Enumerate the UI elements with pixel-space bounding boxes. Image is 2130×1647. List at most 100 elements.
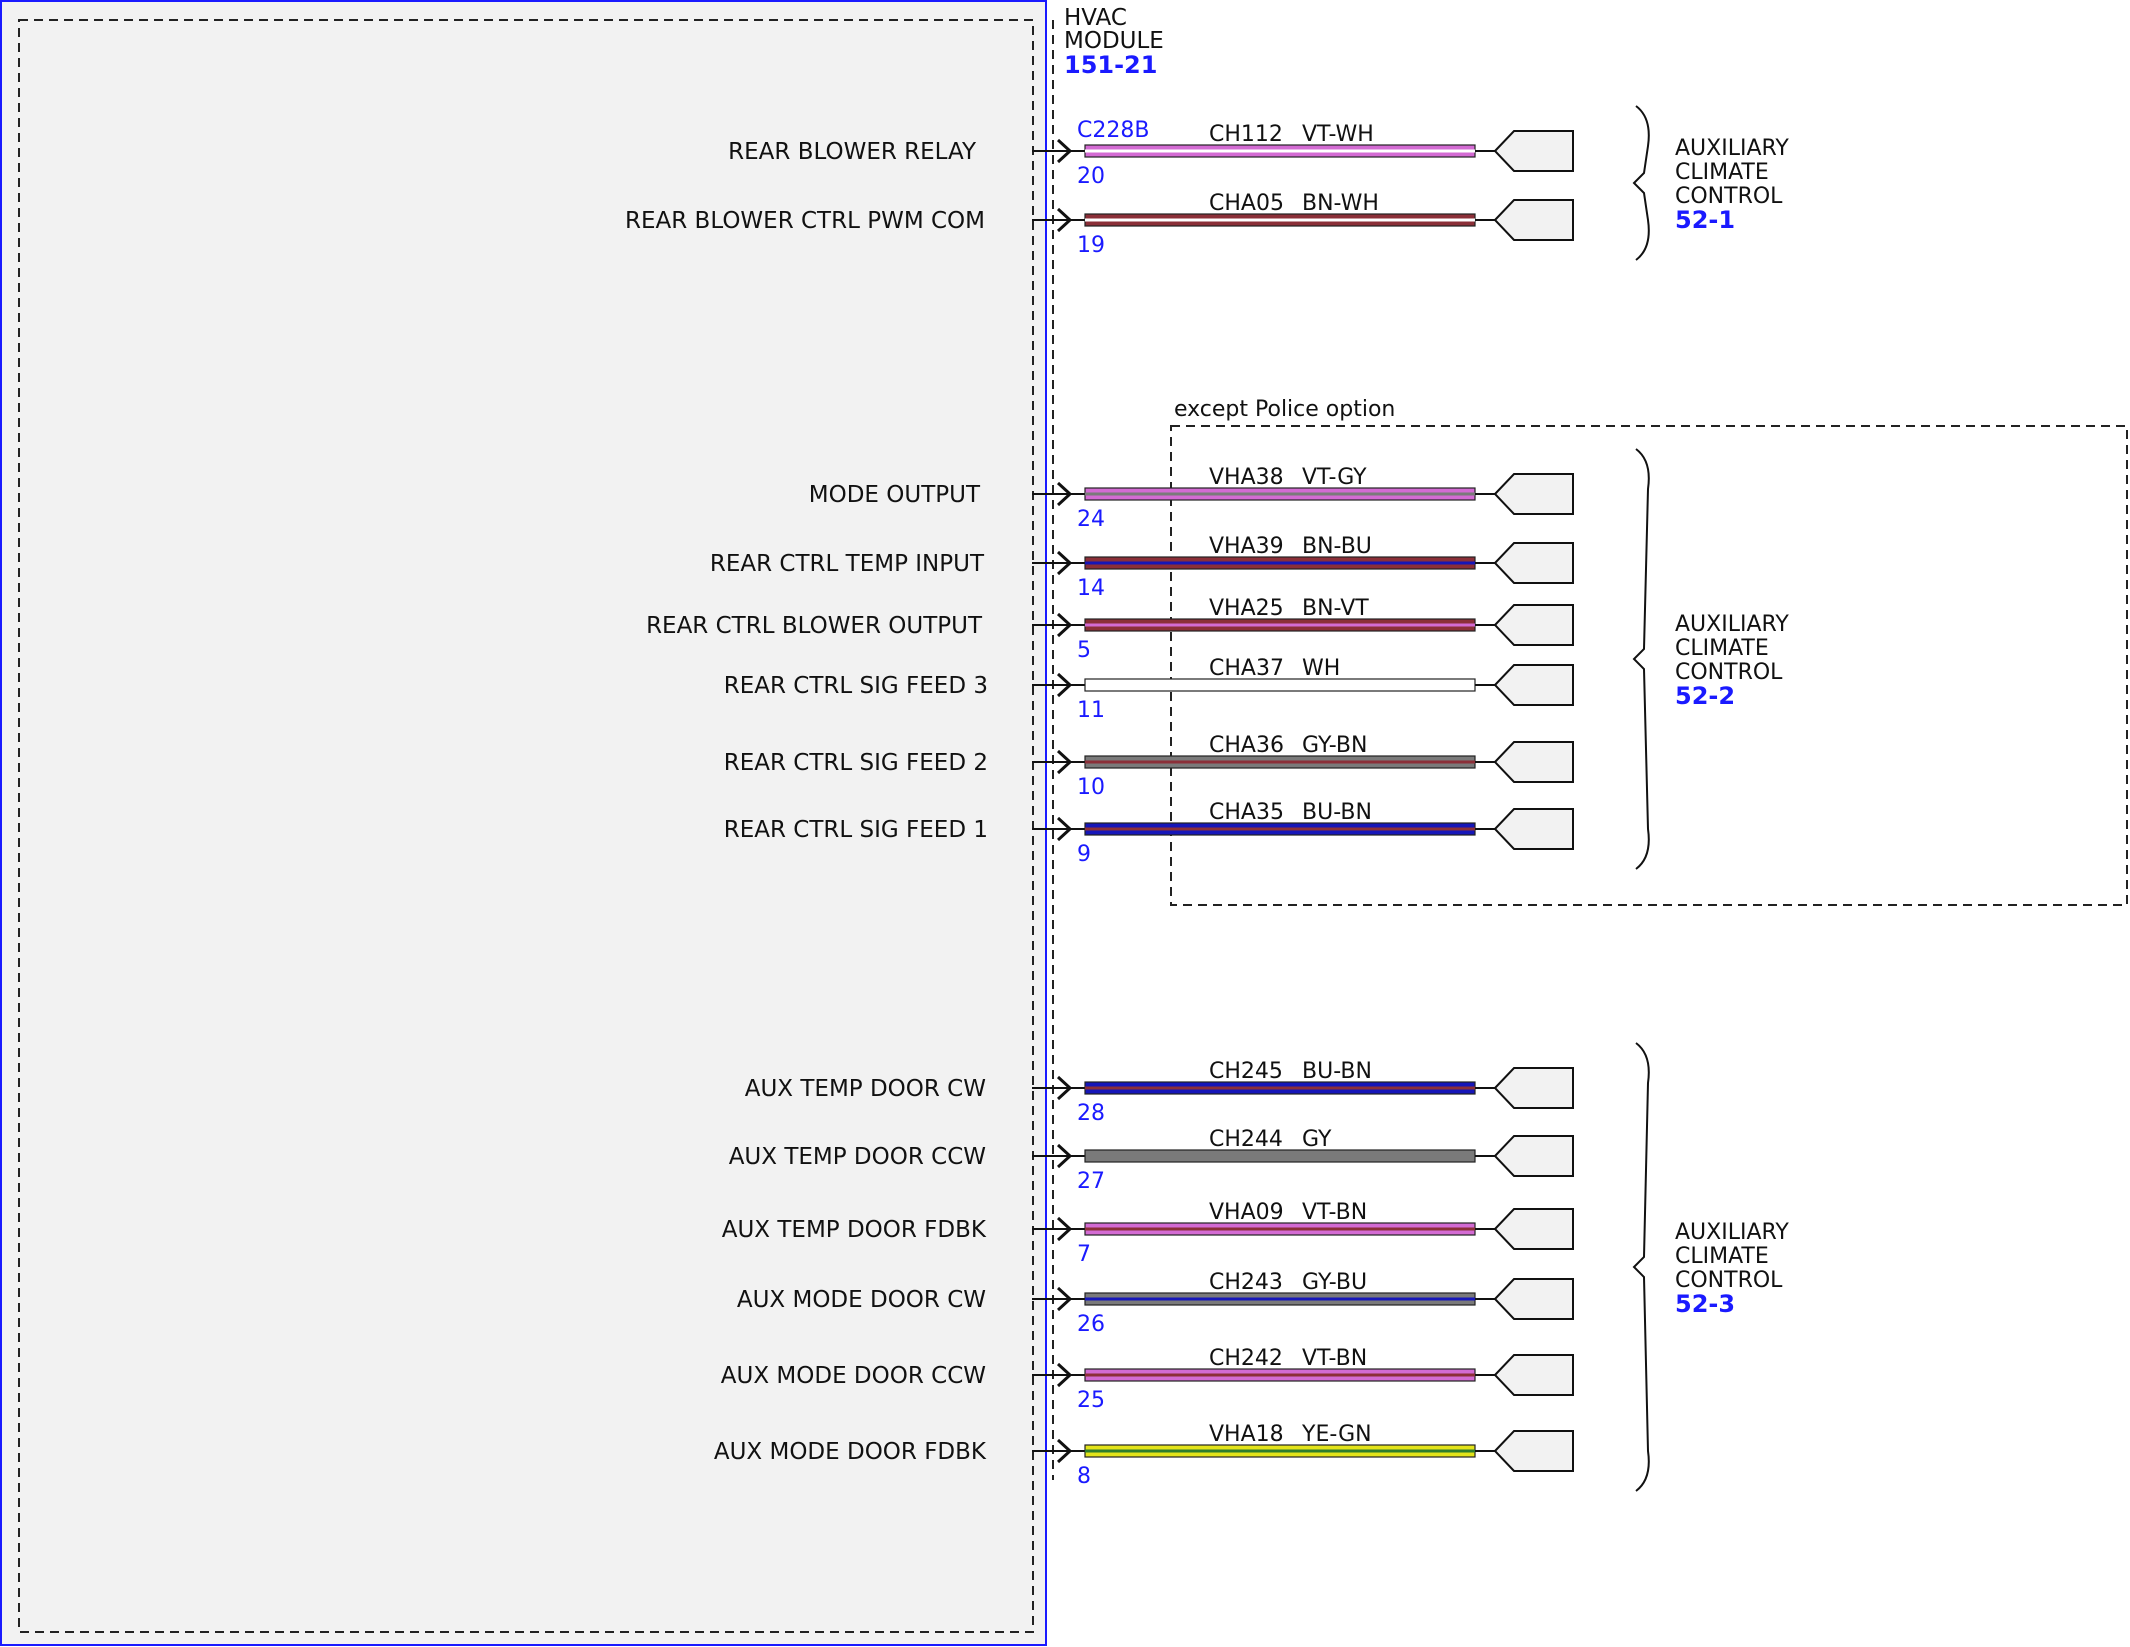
pin-arrow bbox=[1056, 207, 1073, 233]
wire-color-code: GY bbox=[1302, 1127, 1332, 1152]
wire-tracer-stripe bbox=[1085, 1449, 1475, 1453]
pin-number: 25 bbox=[1077, 1388, 1105, 1413]
group-brace bbox=[1632, 1042, 1650, 1492]
wire-tracer-stripe bbox=[1085, 1227, 1475, 1231]
circuit-id: CHA37 bbox=[1209, 656, 1284, 681]
circuit-id: VHA39 bbox=[1209, 534, 1284, 559]
terminal-connector bbox=[1493, 130, 1574, 172]
wire-tracer-stripe bbox=[1085, 1086, 1475, 1090]
module-name-line1: HVAC bbox=[1064, 5, 1127, 31]
pin-arrow bbox=[1056, 672, 1073, 698]
terminal-connector bbox=[1493, 604, 1574, 646]
wire-tracer-stripe bbox=[1085, 827, 1475, 831]
destination-ref: 52-1 bbox=[1675, 206, 1735, 234]
groups-layer: AUXILIARYCLIMATECONTROL52-1AUXILIARYCLIM… bbox=[1632, 105, 1789, 1492]
connector-id: C228B bbox=[1077, 118, 1149, 143]
pin-arrow bbox=[1056, 1143, 1073, 1169]
destination-line3: CONTROL bbox=[1675, 184, 1783, 209]
wire-function-label: AUX MODE DOOR CW bbox=[737, 1287, 986, 1313]
circuit-id: CHA05 bbox=[1209, 191, 1284, 216]
pin-number: 26 bbox=[1077, 1312, 1105, 1337]
wire-color-code: YE-GN bbox=[1301, 1422, 1372, 1447]
group-brace bbox=[1632, 448, 1650, 870]
pin-arrow bbox=[1056, 1075, 1073, 1101]
wire-tracer-stripe bbox=[1085, 623, 1475, 627]
terminal-connector bbox=[1493, 1430, 1574, 1472]
wire-function-label: REAR CTRL SIG FEED 3 bbox=[724, 673, 988, 699]
wire-function-label: REAR CTRL TEMP INPUT bbox=[710, 551, 985, 577]
pin-number: 28 bbox=[1077, 1101, 1105, 1126]
pin-arrow bbox=[1056, 138, 1073, 164]
circuit-id: VHA09 bbox=[1209, 1200, 1284, 1225]
wire-function-label: AUX MODE DOOR FDBK bbox=[714, 1439, 987, 1465]
circuit-id: CHA36 bbox=[1209, 733, 1284, 758]
wire-function-label: AUX TEMP DOOR CCW bbox=[729, 1144, 986, 1170]
destination-line2: CLIMATE bbox=[1675, 160, 1769, 185]
circuit-id: VHA38 bbox=[1209, 465, 1284, 490]
wire-color-code: BN-WH bbox=[1302, 191, 1379, 216]
pin-arrow bbox=[1056, 1362, 1073, 1388]
option-note: except Police option bbox=[1174, 397, 1395, 422]
wire-color-code: GY-BU bbox=[1302, 1270, 1367, 1295]
pin-number: 11 bbox=[1077, 698, 1105, 723]
pin-arrow bbox=[1056, 749, 1073, 775]
circuit-id: CH243 bbox=[1209, 1270, 1283, 1295]
wire-function-label: REAR CTRL SIG FEED 1 bbox=[724, 817, 988, 843]
circuit-id: CHA35 bbox=[1209, 800, 1284, 825]
circuit-id: VHA25 bbox=[1209, 596, 1284, 621]
terminal-connector bbox=[1493, 664, 1574, 706]
circuit-id: CH245 bbox=[1209, 1059, 1283, 1084]
pin-arrow bbox=[1056, 1216, 1073, 1242]
terminal-connector bbox=[1493, 1354, 1574, 1396]
circuit-id: CH112 bbox=[1209, 122, 1283, 147]
wire-row: AUX MODE DOOR CW 26 CH243 GY-BU bbox=[737, 1270, 1574, 1337]
wire-tracer-stripe bbox=[1085, 492, 1475, 496]
pin-number: 14 bbox=[1077, 576, 1105, 601]
pin-number: 20 bbox=[1077, 164, 1105, 189]
terminal-connector bbox=[1493, 542, 1574, 584]
module-outer-box bbox=[0, 0, 1047, 1646]
terminal-connector bbox=[1493, 808, 1574, 850]
wire-color-code: GY-BN bbox=[1302, 733, 1367, 758]
wire-tracer-stripe bbox=[1085, 760, 1475, 764]
wire-color-code: VT-WH bbox=[1302, 122, 1374, 147]
pin-number: 5 bbox=[1077, 638, 1091, 663]
circuit-id: CH244 bbox=[1209, 1127, 1283, 1152]
wire-tracer-stripe bbox=[1085, 149, 1475, 153]
wire-color-code: VT-BN bbox=[1302, 1346, 1367, 1371]
wire-function-label: REAR CTRL BLOWER OUTPUT bbox=[646, 613, 983, 639]
wire-function-label: REAR BLOWER RELAY bbox=[728, 139, 977, 165]
destination-line1: AUXILIARY bbox=[1675, 136, 1789, 161]
destination-line1: AUXILIARY bbox=[1675, 612, 1789, 637]
wire-color-code: BU-BN bbox=[1302, 1059, 1372, 1084]
option-region-box bbox=[1170, 425, 2128, 906]
destination-line2: CLIMATE bbox=[1675, 1244, 1769, 1269]
wire-function-label: REAR CTRL SIG FEED 2 bbox=[724, 750, 988, 776]
pin-number: 7 bbox=[1077, 1242, 1091, 1267]
pin-number: 24 bbox=[1077, 507, 1105, 532]
wire-color-code: VT-GY bbox=[1302, 465, 1367, 490]
terminal-connector bbox=[1493, 473, 1574, 515]
wire-function-label: AUX TEMP DOOR FDBK bbox=[722, 1217, 987, 1243]
wire-color-code: BU-BN bbox=[1302, 800, 1372, 825]
wire-color-code: BN-VT bbox=[1302, 596, 1369, 621]
destination-ref: 52-3 bbox=[1675, 1290, 1735, 1318]
destination-line1: AUXILIARY bbox=[1675, 1220, 1789, 1245]
pin-arrow bbox=[1056, 481, 1073, 507]
terminal-connector bbox=[1493, 1135, 1574, 1177]
pin-number: 19 bbox=[1077, 233, 1105, 258]
pin-number: 8 bbox=[1077, 1464, 1091, 1489]
pin-arrow bbox=[1056, 816, 1073, 842]
pin-arrow bbox=[1056, 612, 1073, 638]
